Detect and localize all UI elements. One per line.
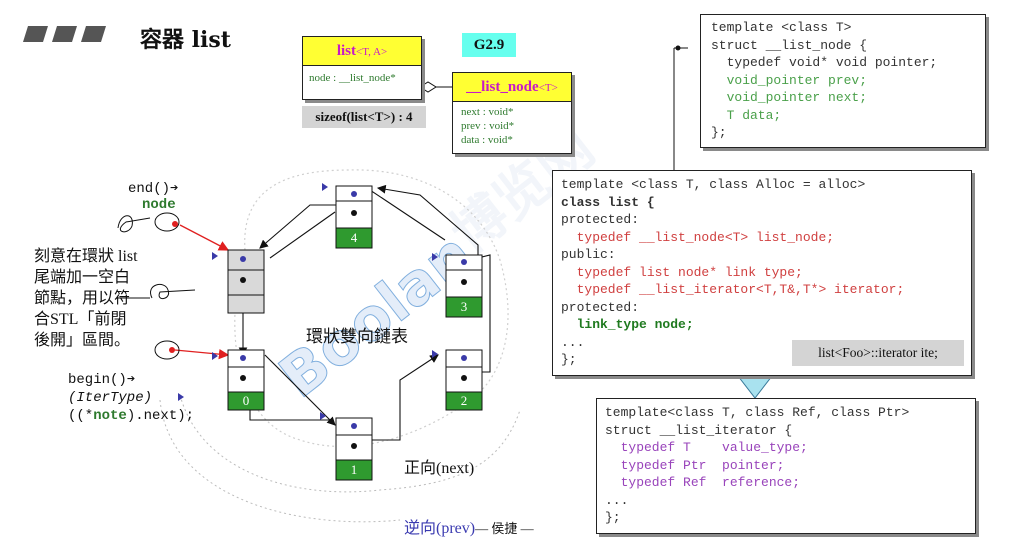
code-line: protected: xyxy=(561,299,640,315)
squiggle xyxy=(150,283,196,299)
list-node-box: __list_node<T> next : void* prev : void*… xyxy=(452,72,572,154)
list-node-member-next: next : void* xyxy=(461,106,514,118)
code-list-node: template <class T> struct __list_node { … xyxy=(700,14,986,148)
code-line: }; xyxy=(711,125,727,140)
node-0 xyxy=(227,349,265,411)
code-line: public: xyxy=(561,247,616,262)
code-line: protected: xyxy=(561,212,640,227)
list-class-header: list<T, A> xyxy=(303,37,421,66)
design-note-line: 後開」區間。 xyxy=(34,332,131,349)
center-label: 環狀雙向鏈表 xyxy=(306,327,408,346)
node-3 xyxy=(445,254,483,318)
version-badge: G2.9 xyxy=(462,33,516,57)
design-note-line: 節點，用以符 xyxy=(34,290,131,307)
begin-expr-open: ((* xyxy=(68,408,94,424)
begin-cast: (IterType) xyxy=(68,390,153,406)
begin-expr: ((*note).next); xyxy=(68,407,194,425)
backward-swoop xyxy=(159,399,401,523)
squiggle xyxy=(117,215,151,233)
end-label: end()➔ xyxy=(128,180,178,197)
list-class-params: <T, A> xyxy=(356,46,388,58)
code-line: typedef __list_node<T> list_node; xyxy=(561,229,835,245)
code-line: template <class T> xyxy=(711,20,852,35)
code-line: typedef __list_iterator<T,T&,T*> iterato… xyxy=(561,282,905,297)
aggregation-diamond xyxy=(419,81,437,93)
sizeof-label: sizeof(list<T>) : 4 xyxy=(302,106,426,128)
backward-label: 逆向(prev)— 侯捷 — xyxy=(404,514,534,538)
code-line: struct __list_iterator { xyxy=(605,422,793,438)
ring-path xyxy=(234,169,509,448)
list-class-box: list<T, A> node : __list_node* xyxy=(302,36,422,100)
sizeof-text: sizeof(list<T>) : 4 xyxy=(315,109,413,124)
design-note: 刻意在環狀 list 尾端加一空白 節點，用以符 合STL「前閉 後開」區間。 xyxy=(34,246,138,351)
forward-swoop xyxy=(179,394,521,493)
node-label: node xyxy=(142,197,176,213)
iterator-callout-text: list<Foo>::iterator ite; xyxy=(818,345,938,360)
code-list-iterator: template<class T, class Ref, class Ptr> … xyxy=(596,398,976,534)
code-line: }; xyxy=(605,510,621,525)
list-class-name: list xyxy=(336,43,356,59)
list-node-member-data: data : void* xyxy=(461,134,513,146)
arrow-right-icon: ➔ xyxy=(170,181,179,197)
code-line: T data; xyxy=(711,107,782,123)
node-number-3: 3 xyxy=(460,299,468,314)
node-number-1: 1 xyxy=(350,462,358,477)
design-note-line: 刻意在環狀 list xyxy=(34,248,138,265)
code-line: void_pointer prev; xyxy=(711,72,868,88)
list-node-header: __list_node<T> xyxy=(453,73,571,102)
code-line: typedef list node* link type; xyxy=(561,264,803,280)
code-line: ... xyxy=(561,334,585,350)
node-4 xyxy=(335,185,373,249)
node-number-0: 0 xyxy=(242,393,250,408)
code-line: template <class T, class Alloc = alloc> xyxy=(561,177,866,192)
page-title: 容器 list xyxy=(140,27,231,53)
code-line: typedef Ref reference; xyxy=(605,475,801,490)
node-empty xyxy=(227,249,265,314)
arrow-right-icon: ➔ xyxy=(126,372,136,388)
node-number-2: 2 xyxy=(460,393,468,408)
code-line: void_pointer next; xyxy=(711,90,868,105)
list-node-member-prev: prev : void* xyxy=(461,120,515,132)
version-badge-text: G2.9 xyxy=(473,37,505,53)
iterator-callout: list<Foo>::iterator ite; xyxy=(792,340,964,366)
list-node-params: <T> xyxy=(538,82,558,94)
begin-label-text: begin() xyxy=(68,372,127,388)
backward-label-text: 逆向(prev) xyxy=(404,520,476,537)
design-note-line: 合STL「前閉 xyxy=(34,311,127,328)
list-class-member: node : __list_node* xyxy=(309,72,396,84)
code-line: struct __list_node { xyxy=(711,37,985,55)
end-label-text: end() xyxy=(128,181,171,197)
node-1 xyxy=(335,417,373,481)
code-line: template<class T, class Ref, class Ptr> xyxy=(605,405,910,420)
code-line: link_type node; xyxy=(561,317,694,332)
design-note-line: 尾端加一空白 xyxy=(34,269,131,286)
list-node-name: __list_node xyxy=(466,79,539,95)
code-line: typedef Ptr pointer; xyxy=(605,457,785,473)
code-line: ... xyxy=(605,492,629,508)
node-2 xyxy=(445,349,483,411)
code-line: }; xyxy=(561,352,577,367)
cloud-icon xyxy=(154,212,180,360)
code-token: struct __list_node { xyxy=(711,37,868,53)
code-line: class list { xyxy=(561,194,655,210)
title-bars-icon xyxy=(23,26,106,42)
begin-expr-close: ).next); xyxy=(126,408,195,424)
forward-label: 正向(next) xyxy=(404,460,475,477)
author-tag: — 侯捷 — xyxy=(475,521,534,536)
code-line: typedef void* void pointer; xyxy=(711,55,938,70)
begin-label: begin()➔ (IterType) ((*note).next); xyxy=(68,371,194,425)
node-number-4: 4 xyxy=(350,230,358,245)
code-line: typedef T value_type; xyxy=(605,440,808,455)
begin-expr-note: note xyxy=(93,408,127,424)
